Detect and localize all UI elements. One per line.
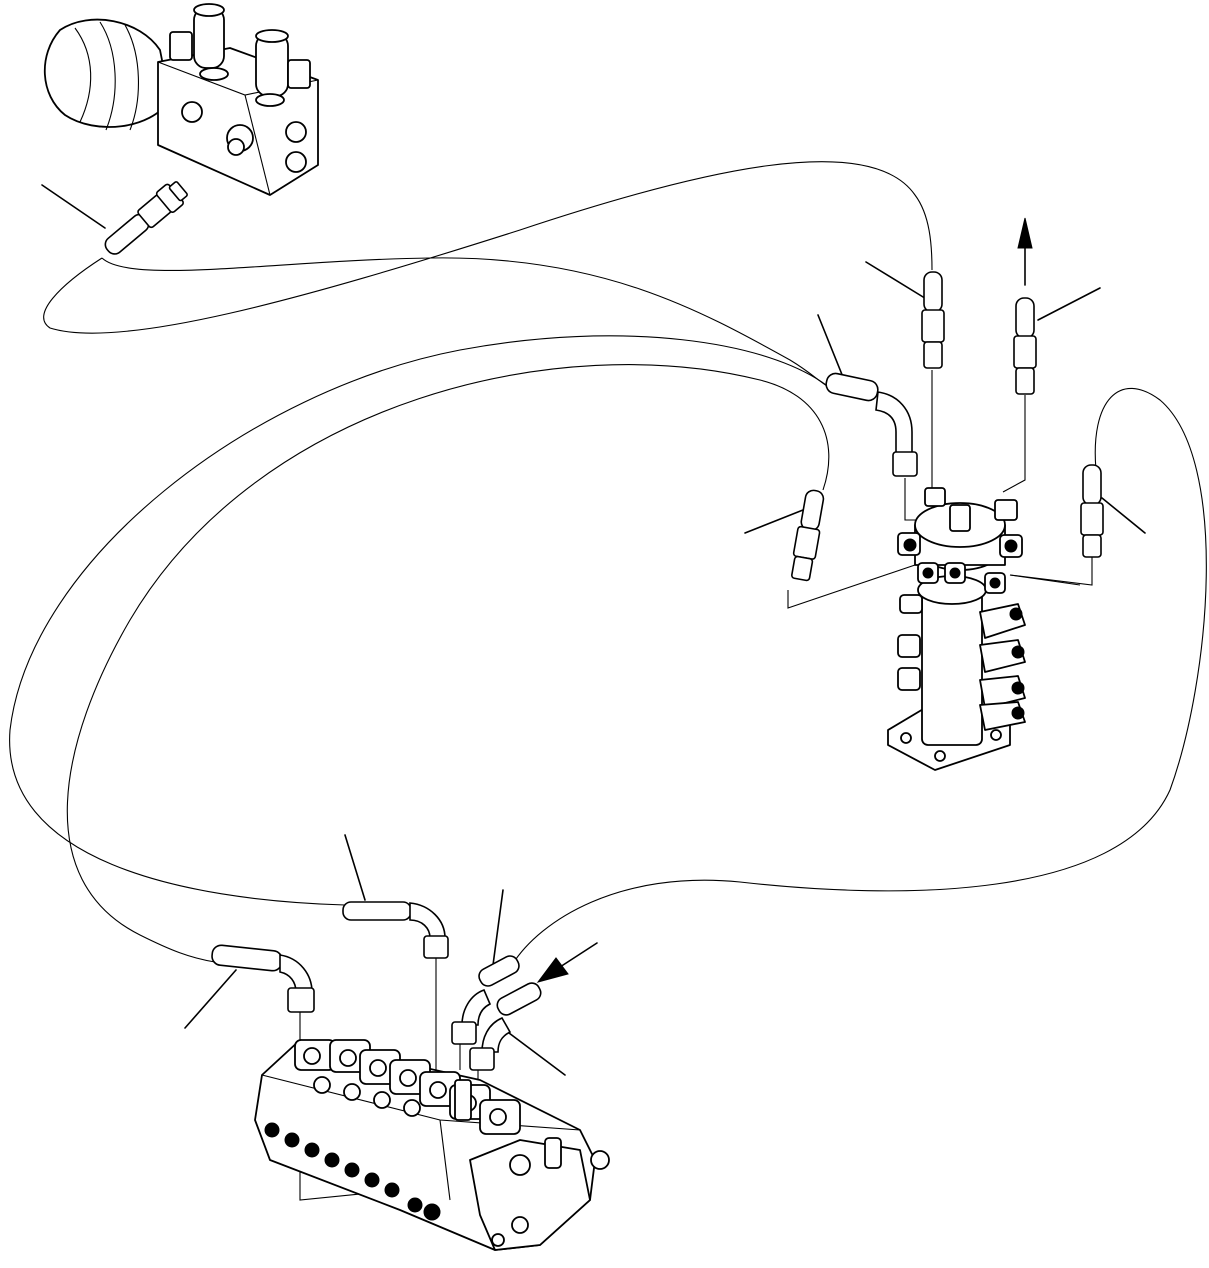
hose-end-7: [342, 901, 449, 959]
swivel-joint-icon: [887, 487, 1026, 771]
solenoid-valve-icon: [43, 3, 319, 196]
callout-leaders: [41, 184, 1146, 1076]
hose-end-2: [921, 271, 945, 369]
hose-end-4: [1080, 464, 1104, 558]
swivel-fittings: [897, 487, 1026, 731]
callout-leader-7: [344, 834, 366, 901]
callout-leader-1: [41, 184, 106, 229]
callout-leader-8: [184, 969, 237, 1029]
pipe-leader: [1009, 574, 1081, 586]
pipe-leader: [787, 564, 916, 609]
callout-leader-3: [1037, 287, 1101, 321]
hose-line-3: [9, 335, 831, 906]
hose-end-3: [1013, 297, 1037, 395]
callout-leader-5: [744, 507, 809, 534]
valve-spools: [294, 1039, 521, 1135]
control-valve-icon: [254, 1039, 610, 1251]
pipe-leader: [1009, 555, 1093, 586]
callout-leader-10: [504, 1029, 566, 1076]
hose-line-4: [66, 364, 830, 963]
callout-leader-6: [1101, 497, 1146, 534]
pipe-leader: [1002, 395, 1026, 493]
hose-end-5: [790, 489, 825, 582]
hose-end-6: [825, 372, 918, 477]
hose-end-10: [469, 982, 542, 1071]
callout-leader-2: [865, 261, 929, 301]
hose-end-8: [211, 944, 315, 1013]
callout-leader-9: [492, 889, 504, 966]
hose-end-9: [451, 955, 520, 1045]
callout-leader-4: [817, 314, 846, 383]
flow-arrow-in: [536, 942, 598, 983]
hose-line-5: [511, 388, 1207, 966]
hose-line-1: [43, 161, 933, 334]
hose-fittings: [104, 181, 1104, 1071]
valve-ports: [264, 1122, 441, 1221]
hose-line-2: [101, 257, 831, 389]
hose-end-1: [104, 181, 188, 255]
flow-arrow-up: [1017, 217, 1033, 286]
